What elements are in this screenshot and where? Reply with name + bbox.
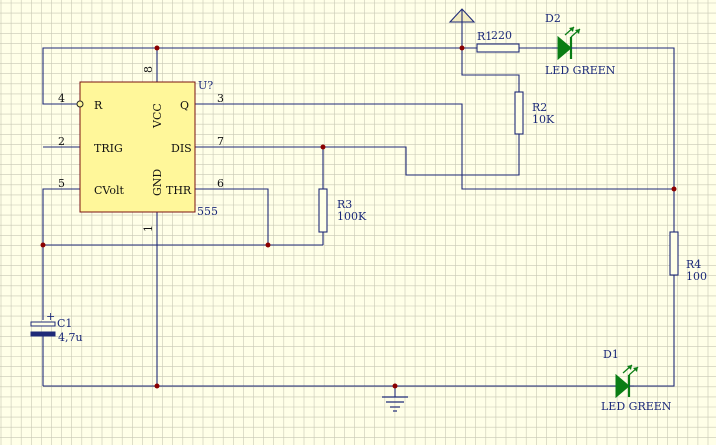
led-d2: D2 LED GREEN xyxy=(545,12,616,77)
wire-r2-to-dis xyxy=(195,134,520,176)
ic-pin-dis-name: DIS xyxy=(171,142,192,155)
resistor-icon xyxy=(318,188,328,233)
resistor-icon xyxy=(476,43,520,53)
d1-ref: D1 xyxy=(603,348,619,361)
ic-pin-vcc-num: 8 xyxy=(142,66,155,73)
junction-dot xyxy=(671,186,677,192)
ic-pin-vcc-name: VCC xyxy=(151,103,164,129)
resistor-r3: R3 100K xyxy=(318,188,367,233)
led-icon xyxy=(610,364,639,399)
r3-value: 100K xyxy=(337,210,367,223)
led-d1: D1 LED GREEN xyxy=(601,348,672,413)
wire-d2-to-right-rail xyxy=(577,47,675,232)
r4-value: 100 xyxy=(686,270,707,283)
capacitor-icon xyxy=(30,321,56,337)
resistor-r2: R2 10K xyxy=(514,91,555,135)
ic-pin-cvolt-num: 5 xyxy=(58,177,65,190)
resistor-icon xyxy=(514,91,524,135)
led-icon xyxy=(552,26,581,61)
resistor-r4: R4 100 xyxy=(669,231,707,283)
r1-value: 220 xyxy=(491,29,512,42)
reset-inversion-bubble xyxy=(76,100,84,108)
wire-reset-to-vcc-rail xyxy=(42,47,157,105)
junction-dot xyxy=(392,383,398,389)
c1-polarity: + xyxy=(46,310,55,323)
ic-body xyxy=(79,81,196,213)
r1-ref: R1 xyxy=(477,30,492,43)
ground-icon xyxy=(382,396,408,412)
d2-value: LED GREEN xyxy=(545,64,616,77)
ic-pin-dis-num: 7 xyxy=(217,135,224,148)
junction-dot xyxy=(459,45,465,51)
ic-pin-thr-num: 6 xyxy=(217,177,224,190)
junction-dot xyxy=(154,45,160,51)
r2-ref: R2 xyxy=(532,101,547,114)
junction-dot xyxy=(40,242,46,248)
ic-pin-trig-name: TRIG xyxy=(94,142,123,155)
d1-value: LED GREEN xyxy=(601,400,672,413)
resistor-r1: R1 220 xyxy=(476,29,520,53)
ic-pin-gnd-num: 1 xyxy=(142,225,155,232)
junction-dot xyxy=(320,144,326,150)
junctions xyxy=(40,45,677,389)
ic-pin-out-num: 3 xyxy=(217,92,224,105)
resistor-icon xyxy=(669,231,679,276)
ic-pin-reset-num: 4 xyxy=(58,92,65,105)
ic-pin-gnd-name: GND xyxy=(151,169,164,196)
ic-part: 555 xyxy=(197,205,218,218)
wire-thr xyxy=(195,188,269,245)
ic-pin-reset-name: R xyxy=(94,99,103,112)
ic-ref: U? xyxy=(198,79,213,92)
ic-pin-thr-name: THR xyxy=(166,184,192,197)
capacitor-c1: + C1 4,7u xyxy=(30,310,83,344)
wire-cvolt xyxy=(42,188,80,245)
wires xyxy=(42,22,675,397)
c1-value: 4,7u xyxy=(58,331,83,344)
ic-555: R TRIG CVolt Q DIS THR VCC GND 4 2 5 3 7… xyxy=(58,66,224,232)
c1-ref: C1 xyxy=(57,317,72,330)
wire-vcc-to-r2 xyxy=(461,48,520,92)
r3-ref: R3 xyxy=(337,198,352,211)
ic-pin-out-name: Q xyxy=(180,99,189,112)
ic-pin-cvolt-name: CVolt xyxy=(94,184,124,197)
r4-ref: R4 xyxy=(686,258,701,271)
vcc-arrow-icon xyxy=(448,8,476,23)
junction-dot xyxy=(154,383,160,389)
wire-out-q xyxy=(195,103,674,190)
r2-value: 10K xyxy=(532,113,555,126)
d2-ref: D2 xyxy=(545,12,561,25)
ic-pin-trig-num: 2 xyxy=(58,135,65,148)
wire-d1-to-r4 xyxy=(634,275,675,387)
junction-dot xyxy=(265,242,271,248)
